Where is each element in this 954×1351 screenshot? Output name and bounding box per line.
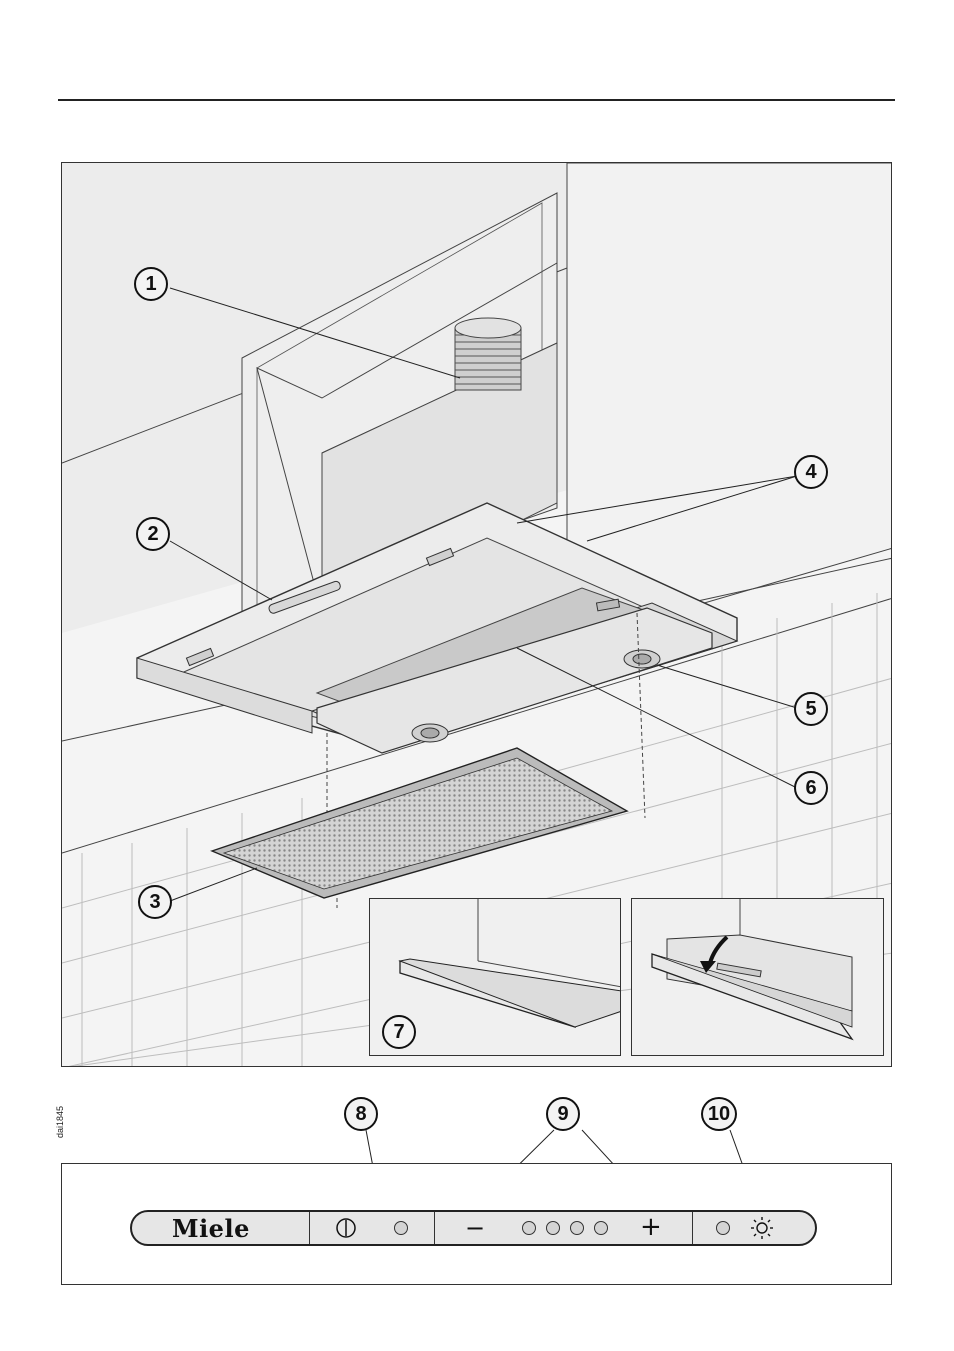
callout-9: 9 xyxy=(546,1097,580,1131)
callout-10: 10 xyxy=(701,1097,737,1131)
panel-divider xyxy=(434,1212,435,1244)
callout-7: 7 xyxy=(382,1015,416,1049)
speed-indicator-1 xyxy=(522,1221,536,1235)
brand-logo: Miele xyxy=(172,1214,250,1243)
power-icon[interactable] xyxy=(335,1217,357,1243)
callout-4: 4 xyxy=(794,455,828,489)
callout-1: 1 xyxy=(134,267,168,301)
minus-button[interactable]: − xyxy=(465,1214,485,1242)
header-rule xyxy=(58,99,895,101)
panel-divider xyxy=(309,1212,310,1244)
drawing-code-text: dai1845 xyxy=(55,1106,65,1138)
callout-5: 5 xyxy=(794,692,828,726)
callout-6: 6 xyxy=(794,771,828,805)
exhaust-duct xyxy=(455,318,521,390)
drawing-code: dai1845 xyxy=(55,1100,71,1140)
power-indicator-light xyxy=(394,1221,408,1235)
plus-button[interactable]: + xyxy=(640,1212,662,1242)
speed-indicator-3 xyxy=(570,1221,584,1235)
speed-indicator-2 xyxy=(546,1221,560,1235)
callout-2: 2 xyxy=(136,517,170,551)
light-icon[interactable] xyxy=(750,1216,774,1244)
control-panel: Miele − + xyxy=(130,1210,817,1246)
inset-opening xyxy=(631,898,884,1056)
speed-indicator-4 xyxy=(594,1221,608,1235)
panel-divider xyxy=(692,1212,693,1244)
grease-filter xyxy=(212,748,627,898)
light-indicator xyxy=(716,1221,730,1235)
main-illustration: 1 2 3 4 5 6 7 xyxy=(61,162,892,1067)
callout-8: 8 xyxy=(344,1097,378,1131)
callout-3: 3 xyxy=(138,885,172,919)
inset-closed: 7 xyxy=(369,898,621,1056)
